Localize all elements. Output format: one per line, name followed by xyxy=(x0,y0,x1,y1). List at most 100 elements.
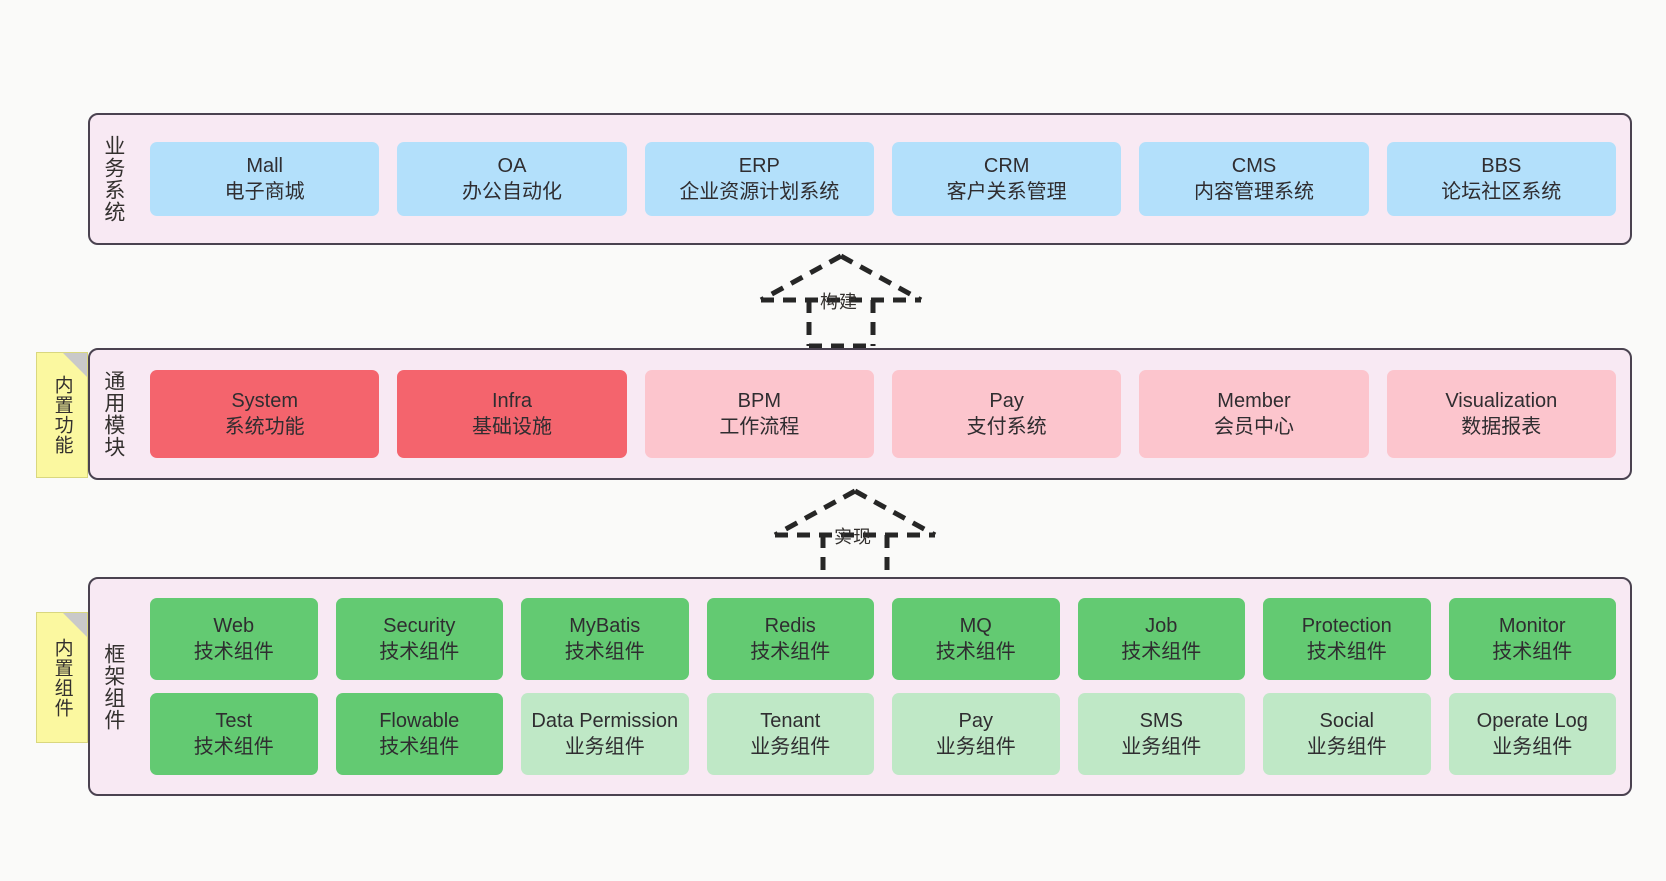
node-social[interactable]: Social 业务组件 xyxy=(1263,693,1431,775)
node-system[interactable]: System 系统功能 xyxy=(150,370,380,458)
note-fold-icon xyxy=(63,613,87,637)
node-subtitle: 电子商城 xyxy=(224,181,305,203)
node-subtitle: 办公自动化 xyxy=(461,181,562,203)
node-title: Social xyxy=(1319,710,1374,732)
layer-title-framework: 框架组件 xyxy=(101,642,125,731)
node-title: Pay xyxy=(989,390,1024,412)
node-bbs[interactable]: BBS 论坛社区系统 xyxy=(1386,142,1616,216)
node-oa[interactable]: OA 办公自动化 xyxy=(397,142,627,216)
node-subtitle: 技术组件 xyxy=(750,641,831,663)
node-title: Infra xyxy=(491,390,532,412)
node-title: System xyxy=(231,390,298,412)
node-subtitle: 系统功能 xyxy=(224,416,305,438)
layer-framework-component: 框架组件 Web 技术组件 Security 技术组件 MyBatis 技术组件… xyxy=(88,577,1632,796)
node-subtitle: 业务组件 xyxy=(750,736,831,758)
node-title: Monitor xyxy=(1498,615,1566,637)
node-title: MQ xyxy=(959,615,992,637)
arrow-implement-label: 实现 xyxy=(834,527,872,547)
node-title: Member xyxy=(1217,390,1291,412)
node-sms[interactable]: SMS 业务组件 xyxy=(1077,693,1245,775)
node-title: Tenant xyxy=(760,710,821,732)
arrow-implement: 实现 xyxy=(770,487,940,584)
layer-body-common: System 系统功能 Infra 基础设施 BPM 工作流程 Pay 支付系统… xyxy=(136,350,1630,478)
node-title: Flowable xyxy=(379,710,460,732)
node-monitor[interactable]: Monitor 技术组件 xyxy=(1448,598,1616,680)
node-crm[interactable]: CRM 客户关系管理 xyxy=(891,142,1122,216)
layer-business-system: 业务系统 Mall 电子商城 OA 办公自动化 ERP 企业资源计划系统 CRM… xyxy=(88,113,1632,245)
node-subtitle: 会员中心 xyxy=(1213,416,1294,438)
node-title: ERP xyxy=(738,155,780,177)
node-subtitle: 技术组件 xyxy=(564,641,645,663)
note-builtin-components: 内置组件 xyxy=(36,612,88,743)
node-title: OA xyxy=(497,155,527,177)
node-redis[interactable]: Redis 技术组件 xyxy=(706,598,874,680)
node-subtitle: 支付系统 xyxy=(966,416,1047,438)
node-title: Web xyxy=(213,615,255,637)
node-subtitle: 技术组件 xyxy=(1492,641,1573,663)
node-security[interactable]: Security 技术组件 xyxy=(335,598,503,680)
node-title: CRM xyxy=(983,155,1030,177)
node-cms[interactable]: CMS 内容管理系统 xyxy=(1139,142,1369,216)
node-subtitle: 业务组件 xyxy=(564,736,645,758)
node-title: Pay xyxy=(958,710,993,732)
node-web[interactable]: Web 技术组件 xyxy=(150,598,318,680)
node-pay-common[interactable]: Pay 支付系统 xyxy=(891,370,1122,458)
node-subtitle: 业务组件 xyxy=(1306,736,1387,758)
node-subtitle: 技术组件 xyxy=(379,641,460,663)
node-mq[interactable]: MQ 技术组件 xyxy=(892,598,1060,680)
node-subtitle: 数据报表 xyxy=(1461,416,1542,438)
node-pay-component[interactable]: Pay 业务组件 xyxy=(892,693,1060,775)
note-label: 内置组件 xyxy=(51,637,73,718)
node-job[interactable]: Job 技术组件 xyxy=(1077,598,1245,680)
node-title: CMS xyxy=(1231,155,1277,177)
node-operate-log[interactable]: Operate Log 业务组件 xyxy=(1448,693,1616,775)
node-subtitle: 客户关系管理 xyxy=(946,181,1067,203)
note-fold-icon xyxy=(63,353,87,377)
node-flowable[interactable]: Flowable 技术组件 xyxy=(335,693,503,775)
layer-row: Mall 电子商城 OA 办公自动化 ERP 企业资源计划系统 CRM 客户关系… xyxy=(150,142,1616,216)
layer-common-module: 通用模块 System 系统功能 Infra 基础设施 BPM 工作流程 Pay… xyxy=(88,348,1632,480)
arrow-build-label: 构建 xyxy=(820,292,858,312)
layer-row: Web 技术组件 Security 技术组件 MyBatis 技术组件 Redi… xyxy=(150,598,1616,680)
node-subtitle: 内容管理系统 xyxy=(1193,181,1314,203)
layer-body-business: Mall 电子商城 OA 办公自动化 ERP 企业资源计划系统 CRM 客户关系… xyxy=(136,115,1630,243)
node-title: Protection xyxy=(1301,615,1392,637)
layer-title-business: 业务系统 xyxy=(101,135,125,223)
node-title: Test xyxy=(215,710,253,732)
node-subtitle: 业务组件 xyxy=(935,736,1016,758)
node-bpm[interactable]: BPM 工作流程 xyxy=(644,370,874,458)
node-member[interactable]: Member 会员中心 xyxy=(1139,370,1369,458)
layer-body-framework: Web 技术组件 Security 技术组件 MyBatis 技术组件 Redi… xyxy=(136,579,1630,794)
node-subtitle: 技术组件 xyxy=(379,736,460,758)
node-subtitle: 技术组件 xyxy=(1306,641,1387,663)
node-subtitle: 企业资源计划系统 xyxy=(679,181,840,203)
node-title: Job xyxy=(1145,615,1178,637)
node-subtitle: 技术组件 xyxy=(935,641,1016,663)
node-title: MyBatis xyxy=(569,615,641,637)
node-data-permission[interactable]: Data Permission 业务组件 xyxy=(521,693,689,775)
node-test[interactable]: Test 技术组件 xyxy=(150,693,318,775)
node-title: Redis xyxy=(764,615,816,637)
node-mybatis[interactable]: MyBatis 技术组件 xyxy=(521,598,689,680)
node-tenant[interactable]: Tenant 业务组件 xyxy=(706,693,874,775)
node-title: Mall xyxy=(246,155,283,177)
node-title: BPM xyxy=(737,390,781,412)
node-subtitle: 论坛社区系统 xyxy=(1441,181,1562,203)
node-subtitle: 业务组件 xyxy=(1121,736,1202,758)
node-protection[interactable]: Protection 技术组件 xyxy=(1263,598,1431,680)
layer-title-common: 通用模块 xyxy=(101,370,125,458)
node-title: SMS xyxy=(1139,710,1183,732)
node-erp[interactable]: ERP 企业资源计划系统 xyxy=(644,142,874,216)
layer-row: System 系统功能 Infra 基础设施 BPM 工作流程 Pay 支付系统… xyxy=(150,370,1616,458)
arrow-build: 构建 xyxy=(756,252,926,349)
layer-row: Test 技术组件 Flowable 技术组件 Data Permission … xyxy=(150,693,1616,775)
node-mall[interactable]: Mall 电子商城 xyxy=(150,142,380,216)
node-title: Security xyxy=(383,615,456,637)
node-subtitle: 基础设施 xyxy=(471,416,552,438)
node-subtitle: 技术组件 xyxy=(193,641,274,663)
node-infra[interactable]: Infra 基础设施 xyxy=(397,370,627,458)
note-builtin-features: 内置功能 xyxy=(36,352,88,478)
node-visualization[interactable]: Visualization 数据报表 xyxy=(1386,370,1616,458)
node-title: Visualization xyxy=(1445,390,1558,412)
